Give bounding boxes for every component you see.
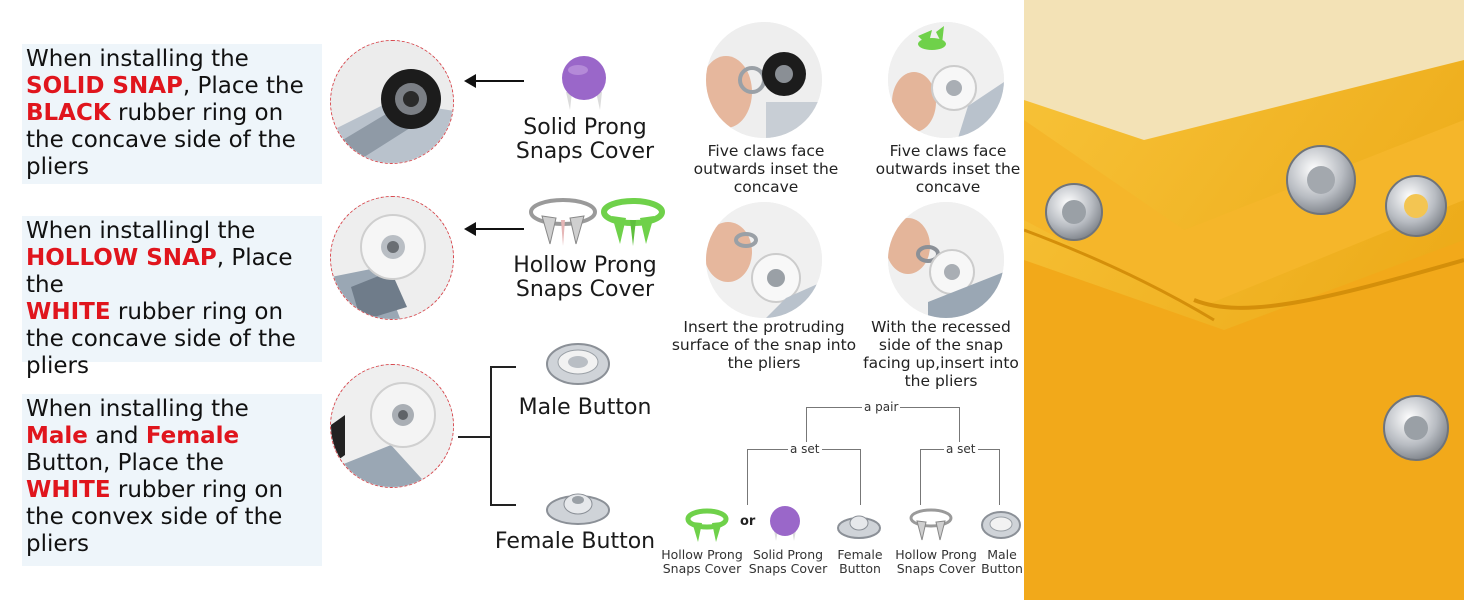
tree-line: [959, 407, 960, 449]
instruction-hollow-snap: When installingl the HOLLOW SNAP, Place …: [22, 216, 322, 379]
solid-prong-label: Solid Prong Snaps Cover: [515, 115, 655, 164]
step-photo-1: [706, 22, 822, 138]
instruction-text: When installing the SOLID SNAP, Place th…: [26, 46, 304, 180]
yellow-garment-photo: [1024, 0, 1464, 600]
instruction-solid-snap: When installing the SOLID SNAP, Place th…: [22, 44, 322, 184]
tree-item-label: Male Button: [981, 547, 1023, 576]
instruction-male-female: When installing the Male and Female Butt…: [22, 394, 322, 566]
hollow-prong-green-icon: [685, 508, 729, 542]
pliers-black-ring-image: [330, 40, 454, 164]
tree-line: [860, 449, 861, 505]
step-photo-3: [706, 202, 822, 318]
pliers-convex-ring-image: [330, 364, 454, 488]
male-button-icon: [546, 343, 610, 385]
bracket-connector: [490, 366, 516, 506]
tree-line: [806, 407, 807, 449]
tree-line: [920, 449, 921, 505]
step-caption-2: Five claws face outwards inset the conca…: [875, 142, 1021, 196]
tree-line: [999, 449, 1000, 505]
or-label: or: [740, 514, 756, 529]
tree-label-set: a set: [788, 442, 822, 456]
bracket-stem: [458, 436, 490, 438]
hollow-prong-white-icon: [529, 198, 597, 246]
step-photo-4: [888, 202, 1004, 318]
tree-item-label: Female Button: [837, 547, 883, 576]
solid-prong-cap-icon: [562, 56, 606, 110]
female-button-icon: [546, 493, 610, 525]
tree-label-pair: a pair: [862, 400, 901, 414]
male-button-icon: [981, 511, 1021, 539]
female-button-icon: [837, 515, 881, 539]
male-button-label: Male Button: [518, 395, 652, 420]
instruction-text: When installingl the HOLLOW SNAP, Place …: [26, 218, 296, 379]
tree-item-label: Solid Prong Snaps Cover: [748, 547, 828, 576]
female-button-label: Female Button: [494, 529, 656, 554]
tree-item-label: Hollow Prong Snaps Cover: [895, 547, 977, 576]
solid-prong-cap-icon: [770, 506, 800, 541]
arrow-left-icon: [464, 74, 524, 88]
pliers-white-ring-image: [330, 196, 454, 320]
tree-label-set: a set: [944, 442, 978, 456]
arrow-left-icon: [464, 222, 524, 236]
step-caption-1: Five claws face outwards inset the conca…: [693, 142, 839, 196]
hollow-prong-label: Hollow Prong Snaps Cover: [513, 253, 657, 302]
step-photo-2: [888, 22, 1004, 138]
step-caption-3: Insert the protruding surface of the sna…: [671, 318, 857, 372]
step-caption-4: With the recessed side of the snap facin…: [863, 318, 1019, 390]
hollow-prong-white-icon: [909, 508, 953, 541]
instruction-text: When installing the Male and Female Butt…: [26, 396, 284, 557]
tree-item-label: Hollow Prong Snaps Cover: [661, 547, 743, 576]
tree-line: [747, 449, 748, 505]
hollow-prong-green-icon: [601, 198, 665, 246]
